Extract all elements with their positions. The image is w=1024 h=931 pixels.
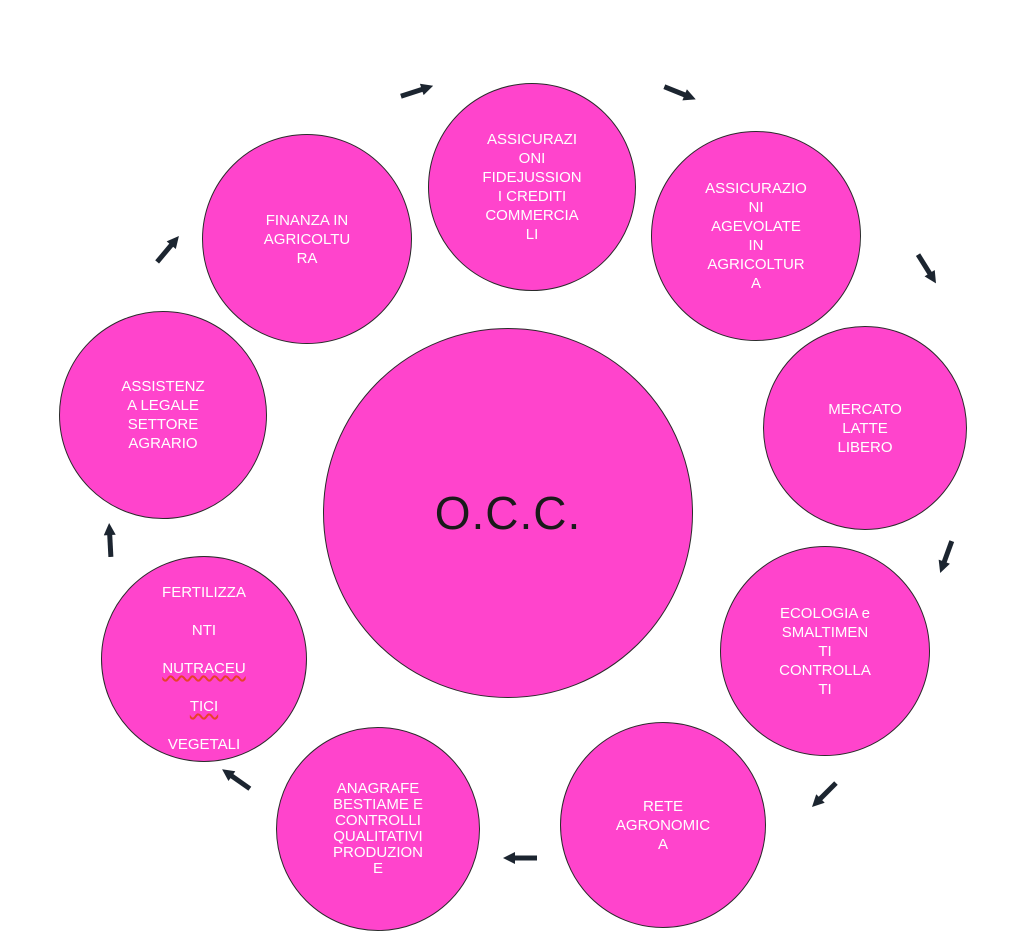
node-assistenza-legale: ASSISTENZ A LEGALE SETTORE AGRARIO bbox=[59, 311, 267, 519]
node-rete-agronomica: RETE AGRONOMIC A bbox=[560, 722, 766, 928]
arrow-right-icon bbox=[219, 764, 254, 793]
arrow-right-icon bbox=[913, 251, 941, 286]
node-mercato-latte: MERCATO LATTE LIBERO bbox=[763, 326, 967, 530]
node-label: MERCATO LATTE LIBERO bbox=[828, 400, 902, 456]
node-label: FERTILIZZA NTI NUTRACEU TICI VEGETALI bbox=[162, 564, 246, 754]
node-label: FINANZA IN AGRICOLTU RA bbox=[263, 211, 351, 267]
label-line-misspelled: NUTRACEU bbox=[162, 660, 246, 677]
label-line: FERTILIZZA bbox=[162, 584, 246, 601]
center-circle: O.C.C. bbox=[323, 328, 693, 698]
node-finanza: FINANZA IN AGRICOLTU RA bbox=[202, 134, 412, 344]
label-line: NTI bbox=[191, 622, 217, 639]
node-assicurazioni-fidejussioni: ASSICURAZI ONI FIDEJUSSION I CREDITI COM… bbox=[428, 83, 636, 291]
arrow-right-icon bbox=[152, 232, 183, 266]
node-label: ANAGRAFE BESTIAME E CONTROLLI QUALITATIV… bbox=[332, 780, 424, 877]
label-line: VEGETALI bbox=[167, 736, 241, 753]
node-assicurazioni-agevolate: ASSICURAZIO NI AGEVOLATE IN AGRICOLTUR A bbox=[651, 131, 861, 341]
arrow-right-icon bbox=[662, 81, 698, 105]
node-label: ASSICURAZIO NI AGEVOLATE IN AGRICOLTUR A bbox=[705, 180, 807, 292]
node-label: ECOLOGIA e SMALTIMEN TI CONTROLLA TI bbox=[779, 604, 871, 698]
arrow-right-icon bbox=[503, 852, 537, 864]
center-label: O.C.C. bbox=[434, 487, 582, 539]
arrow-right-icon bbox=[399, 80, 435, 102]
arrow-right-icon bbox=[103, 523, 117, 558]
node-ecologia: ECOLOGIA e SMALTIMEN TI CONTROLLA TI bbox=[720, 546, 930, 756]
node-label: ASSICURAZI ONI FIDEJUSSION I CREDITI COM… bbox=[482, 131, 582, 243]
arrow-right-icon bbox=[808, 779, 841, 812]
node-label: RETE AGRONOMIC A bbox=[615, 797, 711, 853]
node-fertilizzanti: FERTILIZZA NTI NUTRACEU TICI VEGETALI bbox=[101, 556, 307, 762]
label-line-misspelled: TICI bbox=[189, 698, 219, 715]
arrow-right-icon bbox=[935, 539, 958, 575]
node-anagrafe: ANAGRAFE BESTIAME E CONTROLLI QUALITATIV… bbox=[276, 727, 480, 931]
node-label: ASSISTENZ A LEGALE SETTORE AGRARIO bbox=[121, 378, 205, 452]
